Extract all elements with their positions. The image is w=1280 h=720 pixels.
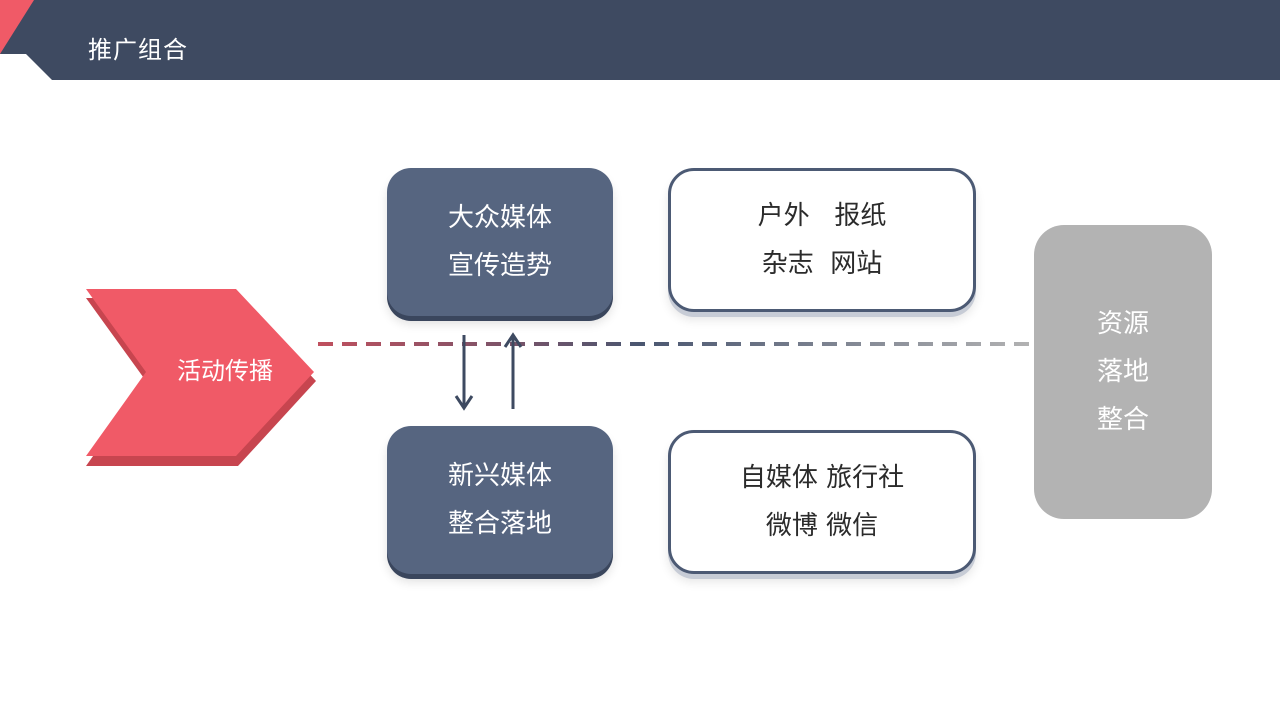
resources-line3: 整合: [1096, 405, 1149, 435]
header-bar: [0, 0, 1280, 80]
mass-media-line2: 宣传造势: [447, 251, 552, 281]
new-media-line1: 新兴媒体: [447, 461, 552, 491]
activity-label: 活动传播: [177, 357, 273, 385]
arrow-up-icon: [503, 332, 523, 409]
mass-channels-line2: 杂志 网站: [761, 249, 883, 279]
new-channels-line2: 微博 微信: [765, 511, 879, 541]
arrow-down-icon: [454, 335, 474, 411]
mass-channels-line1: 户外 报纸: [757, 201, 887, 231]
mass-media-line1: 大众媒体: [447, 203, 552, 233]
header-accent-triangle: [0, 0, 34, 54]
new-media-box: 新兴媒体 整合落地: [387, 426, 613, 574]
mass-channels-box: 户外 报纸 杂志 网站: [668, 168, 976, 312]
resources-box: 资源 落地 整合: [1034, 225, 1212, 519]
page-title: 推广组合: [88, 36, 188, 64]
activity-chevron: [86, 289, 314, 456]
new-media-line2: 整合落地: [447, 509, 552, 539]
new-channels-line1: 自媒体 旅行社: [739, 463, 905, 493]
mass-media-box: 大众媒体 宣传造势: [387, 168, 613, 316]
resources-line2: 落地: [1096, 357, 1149, 387]
resources-line1: 资源: [1096, 309, 1149, 339]
new-channels-box: 自媒体 旅行社 微博 微信: [668, 430, 976, 574]
